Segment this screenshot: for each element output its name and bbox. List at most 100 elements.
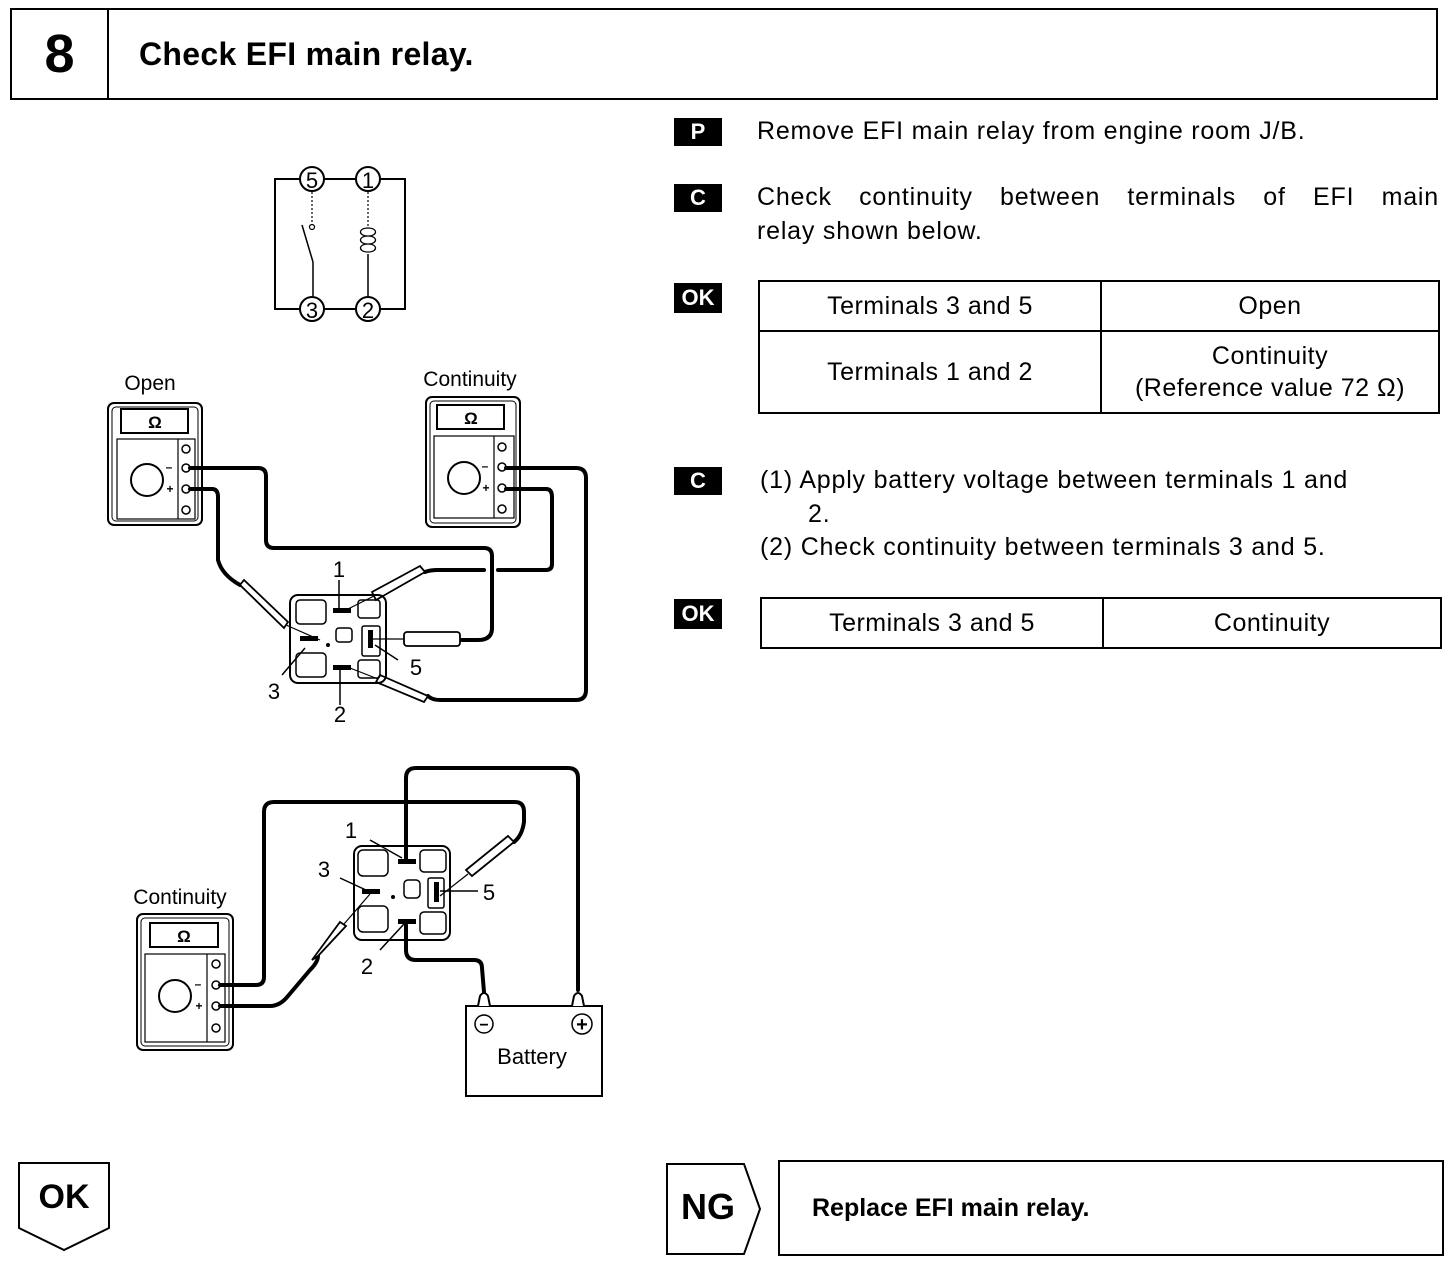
instruction-remove-relay: Remove EFI main relay from engine room J… <box>757 117 1306 145</box>
terminal-1-blade <box>333 608 351 613</box>
result-cell: Open <box>1100 280 1440 332</box>
meter-display <box>120 408 189 434</box>
meter-body <box>136 913 234 1051</box>
meter-bezel <box>429 400 517 524</box>
relay-schematic <box>274 166 406 322</box>
connector-cavity <box>361 625 381 657</box>
leader-line-5 <box>374 644 399 661</box>
terminals-cell: Terminals 1 and 2 <box>758 330 1102 414</box>
table-row: Terminals 3 and 5 Open <box>758 280 1440 332</box>
check-badge-2: C <box>674 467 722 495</box>
step-header: 8 Check EFI main relay. <box>10 8 1438 100</box>
ok-badge-2: OK <box>674 599 722 629</box>
schematic-label-2: 2 <box>362 298 374 323</box>
terminal-circle-1 <box>355 166 381 192</box>
connector-body <box>353 845 451 941</box>
ohmmeter-right <box>425 396 521 528</box>
terminal-label-5: 5 <box>410 655 422 680</box>
terminal-circle-2 <box>355 296 381 322</box>
terminal-label-2: 2 <box>334 702 346 727</box>
switch-contact <box>308 223 316 231</box>
connector-cavity <box>419 911 447 935</box>
probe-handle <box>403 631 461 647</box>
leader-line-1 <box>369 839 403 859</box>
meter-open-label: Open <box>124 372 175 395</box>
terminal-circle-5 <box>299 166 325 192</box>
meter-body <box>107 402 203 526</box>
instruction-check-3-5: (2) Check continuity between terminals 3… <box>760 533 1326 561</box>
ok-flag-shape <box>18 1162 110 1252</box>
terminal-label-2: 2 <box>361 954 373 979</box>
connector-dot <box>391 895 395 899</box>
connector-dot <box>326 643 330 647</box>
connector-cavity <box>357 905 389 933</box>
battery-positive-sign: + <box>576 1014 588 1036</box>
procedure-badge: P <box>674 118 722 146</box>
lead-wire-cont-positive-a <box>496 487 554 572</box>
ng-flow-label: NG <box>681 1186 735 1227</box>
plus-sign: + <box>482 481 489 495</box>
battery-label: Battery <box>497 1044 567 1069</box>
probe-tip <box>345 595 375 611</box>
meter-body <box>425 396 521 528</box>
test1-leader-lines <box>281 580 399 705</box>
connector-cavity <box>295 599 327 625</box>
jack <box>181 444 191 454</box>
probe-handle <box>464 834 516 878</box>
jack <box>497 504 507 514</box>
result-table-1: Terminals 3 and 5 Open Terminals 1 and 2… <box>758 280 1440 414</box>
leader-line-2 <box>379 923 405 951</box>
terminal-5-blade <box>368 630 373 648</box>
probe-tip <box>349 667 379 680</box>
meter-continuity-label-2: Continuity <box>133 886 227 909</box>
terminal-label-1: 1 <box>333 557 345 582</box>
terminal-label-1: 1 <box>345 818 357 843</box>
battery-negative-post <box>477 992 491 1007</box>
reference-value: (Reference value 72 Ω) <box>1134 374 1406 402</box>
connector-body <box>289 594 387 684</box>
probe-handle <box>370 564 427 602</box>
result-cell: Continuity (Reference value 72 Ω) <box>1100 330 1440 414</box>
battery-positive-wire <box>404 766 580 992</box>
connector-cavity <box>357 849 389 877</box>
instruction-check-continuity-line1: Check continuity between terminals of EF… <box>757 183 1439 211</box>
relay-connector-2 <box>353 845 451 941</box>
lead-wire-meter-positive <box>218 954 320 1008</box>
ok-flow-label: OK <box>38 1178 90 1216</box>
result-line: Continuity <box>1211 342 1329 370</box>
relay-terminals-2 <box>362 859 439 924</box>
meter-display <box>436 404 505 430</box>
terminal-3-blade <box>300 636 318 641</box>
connector-key <box>335 627 353 643</box>
connector-cavity <box>419 849 447 873</box>
jack <box>181 505 191 515</box>
lead-wire-meter-negative <box>218 800 526 987</box>
ok-badge: OK <box>674 283 722 313</box>
battery-negative-sign: − <box>479 1017 488 1034</box>
terminal-2-blade <box>333 665 351 670</box>
ohm-icon: Ω <box>464 409 478 428</box>
test1-wires <box>188 466 588 702</box>
terminal-circle-3 <box>299 296 325 322</box>
schematic-label-5: 5 <box>306 168 318 193</box>
terminals-cell: Terminals 3 and 5 <box>758 280 1102 332</box>
terminal-label-3: 3 <box>268 679 280 704</box>
probe-tip <box>343 893 371 925</box>
lead-wire-cont-negative <box>426 466 588 702</box>
jack <box>211 1023 221 1033</box>
ohm-icon: Ω <box>148 413 162 432</box>
probe-handle <box>311 920 348 961</box>
instruction-apply-voltage-line1: (1) Apply battery voltage between termin… <box>760 466 1349 494</box>
schematic-frame <box>274 178 406 310</box>
terminal-label-3: 3 <box>318 857 330 882</box>
check-badge: C <box>674 184 722 212</box>
battery <box>465 992 603 1097</box>
jack <box>497 442 507 452</box>
connector-cavity <box>295 652 327 678</box>
step-number: 8 <box>12 10 109 98</box>
terminal-2-blade <box>398 919 416 924</box>
plus-sign: + <box>195 999 202 1013</box>
coil-icon <box>359 227 377 253</box>
result-cell: Continuity <box>1102 597 1442 649</box>
battery-positive-post <box>571 992 585 1007</box>
